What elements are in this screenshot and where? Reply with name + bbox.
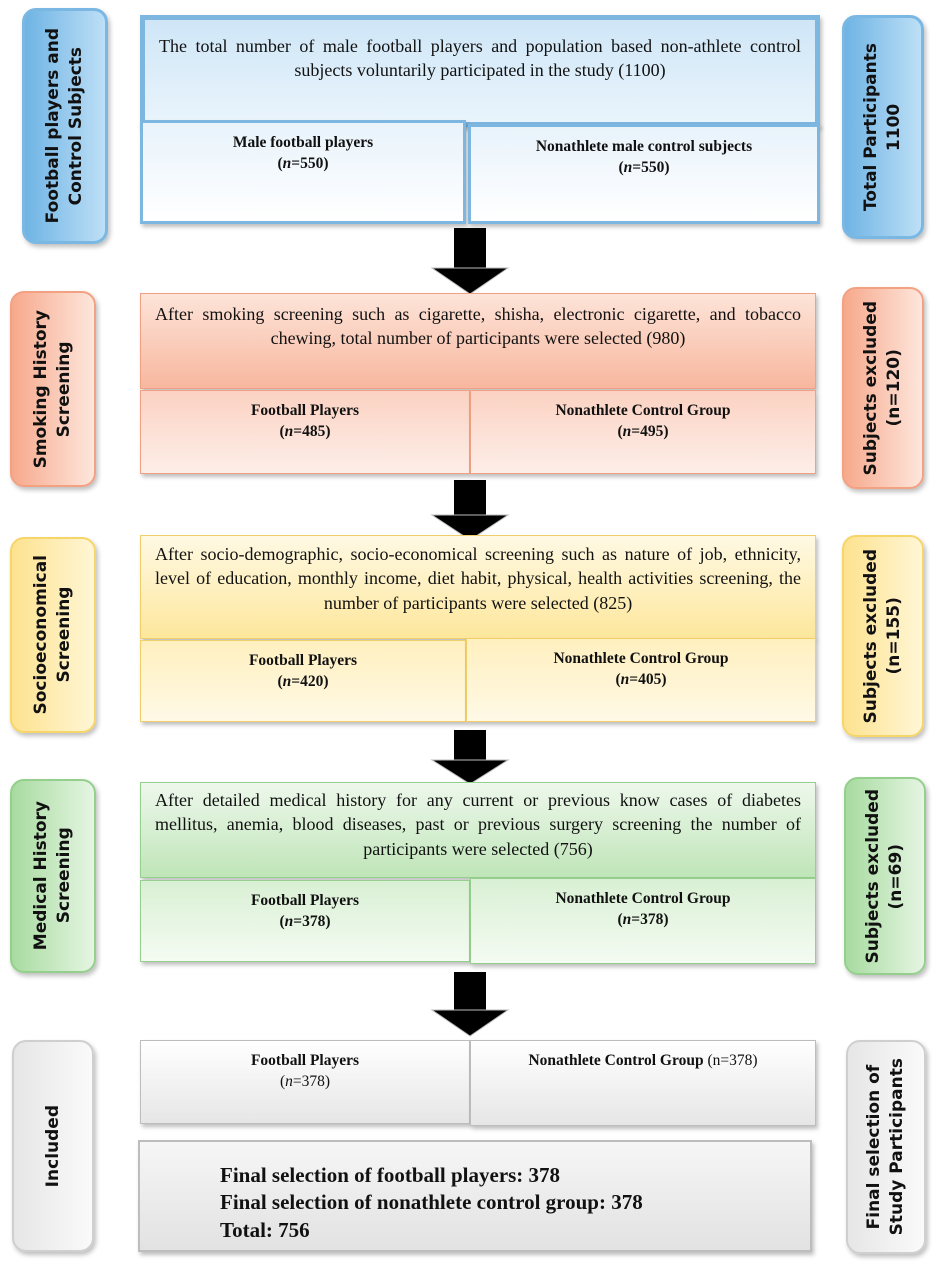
group-count: (n=550) xyxy=(618,158,670,176)
final-selection-line: Final selection of nonathlete control gr… xyxy=(220,1190,643,1215)
stage-description: After detailed medical history for any c… xyxy=(140,782,816,878)
down-arrow-icon xyxy=(430,972,510,1037)
stage-label-line: (n=155) xyxy=(884,597,904,675)
control-group-box: Nonathlete Control Group (n=405) xyxy=(466,638,816,722)
group-label: Football Players xyxy=(250,402,360,419)
down-arrow-icon xyxy=(430,730,510,785)
group-count: (n=420) xyxy=(277,672,329,690)
group-label: Nonathlete Control Group xyxy=(553,650,729,667)
stage-label-line: Football players and xyxy=(43,28,64,224)
subjects-excluded-label: Subjects excluded(n=155) xyxy=(842,535,924,737)
stage-label-line: Total Participants xyxy=(861,42,882,212)
stage-label-line: Screening xyxy=(54,828,74,924)
stage-label-line: 1100 xyxy=(884,103,904,151)
control-group-box: Nonathlete Control Group (n=495) xyxy=(470,390,816,474)
group-count: (n=550) xyxy=(277,154,329,172)
group-count: (n=378) xyxy=(707,1052,758,1069)
group-label: Nonathlete Control Group xyxy=(555,402,731,419)
group-label: Football Players xyxy=(248,652,358,669)
group-count: (n=405) xyxy=(615,670,667,688)
group-count: (n=495) xyxy=(617,422,669,440)
subjects-excluded-label: Subjects excluded(n=69) xyxy=(844,777,926,975)
stage-label-line: Smoking History xyxy=(31,309,52,469)
group-label: Football Players xyxy=(250,1052,360,1069)
down-arrow-icon xyxy=(430,228,510,295)
stage-label-line: Screening xyxy=(54,587,74,683)
stage-label-line: Subjects excluded xyxy=(863,788,884,964)
final-selection-line: Total: 756 xyxy=(220,1217,310,1242)
group-label: Nonathlete male control subjects xyxy=(535,138,753,155)
stage-label-line: Screening xyxy=(54,341,74,437)
football-players-box: Male football players (n=550) xyxy=(140,120,466,224)
stage-label-line: Medical History xyxy=(31,801,52,951)
final-selection-line: Final selection of football players: 378 xyxy=(220,1163,561,1187)
stage-label-line: Study Participants xyxy=(887,1058,907,1236)
group-count: (n=378) xyxy=(617,910,669,928)
subjects-excluded-label: Subjects excluded(n=120) xyxy=(842,287,924,489)
group-label: Football Players xyxy=(250,892,360,909)
stage-label-line: Socioeconomical xyxy=(31,555,52,715)
stage-label-line: Subjects excluded xyxy=(861,300,882,476)
group-count: (n=378) xyxy=(279,1072,331,1090)
control-group-box: Nonathlete male control subjects (n=550) xyxy=(468,124,820,224)
stage-label-line: Control Subjects xyxy=(66,46,86,206)
stage-description: The total number of male football player… xyxy=(140,15,820,127)
stage-description: After smoking screening such as cigarett… xyxy=(140,293,816,389)
group-label: Nonathlete Control Group xyxy=(528,1052,704,1069)
football-players-box: Football Players (n=420) xyxy=(140,640,466,722)
group-count: (n=378) xyxy=(279,912,331,930)
stage-label-line: (n=69) xyxy=(886,843,906,909)
football-players-box: Football Players (n=485) xyxy=(140,390,470,474)
football-players-box: Football Players (n=378) xyxy=(140,880,470,962)
group-label: Nonathlete Control Group xyxy=(555,890,731,907)
final-selection-box: Final selection of football players: 378… xyxy=(138,1140,812,1252)
control-group-box: Nonathlete Control Group (n=378) xyxy=(470,1040,816,1126)
group-label: Male football players xyxy=(232,134,374,151)
stage-label-line: Subjects excluded xyxy=(861,548,882,724)
down-arrow-icon xyxy=(430,480,510,541)
stage-label-line: (n=120) xyxy=(884,349,904,427)
group-count: (n=485) xyxy=(279,422,331,440)
stage-label-included: Included xyxy=(12,1040,94,1252)
stage-label-line: Included xyxy=(42,1104,63,1188)
stage-description: After socio-demographic, socio-economica… xyxy=(140,535,816,639)
stage-label-line: Final selection of xyxy=(864,1064,885,1230)
football-players-box: Football Players (n=378) xyxy=(140,1040,470,1124)
control-group-box: Nonathlete Control Group (n=378) xyxy=(470,878,816,964)
